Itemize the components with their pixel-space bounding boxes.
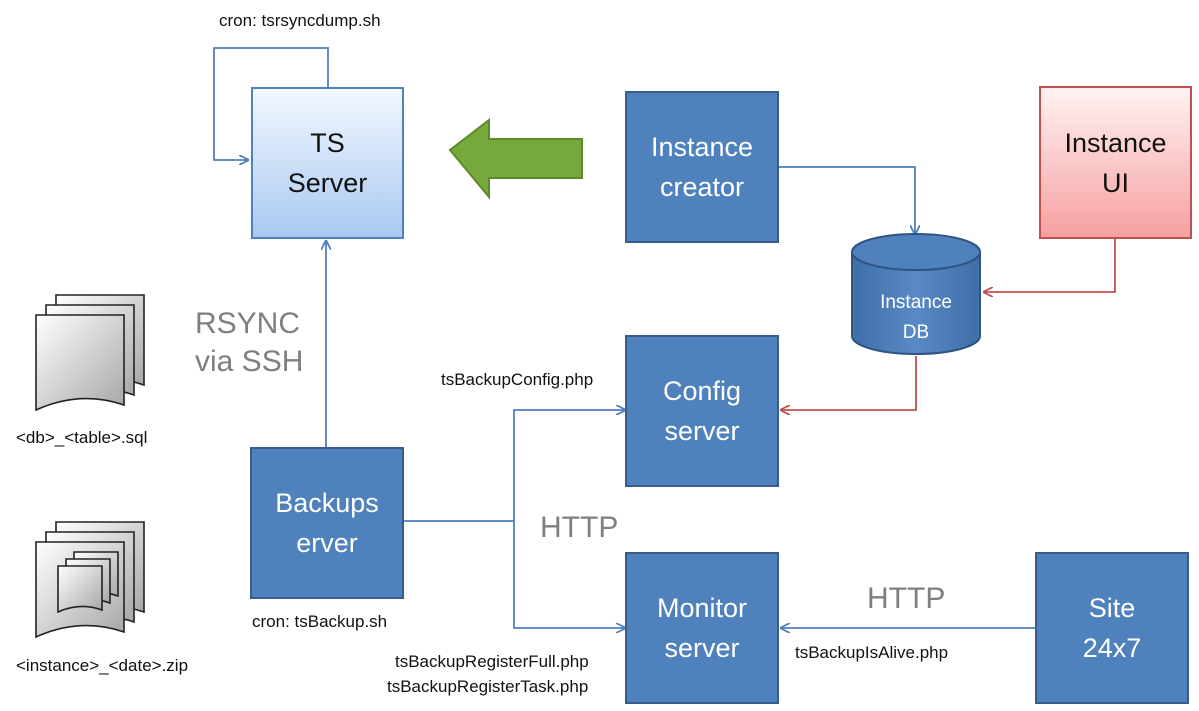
register-task-label: tsBackupRegisterTask.php (387, 677, 589, 696)
node-label: 24x7 (1082, 633, 1142, 663)
node-label: TS (310, 128, 345, 158)
node-label: Monitor (656, 593, 748, 623)
node-label: Site (1088, 593, 1136, 623)
sql-documents-icon (35, 294, 145, 412)
backup-server-node: Backups erver (250, 447, 404, 599)
green-left-arrow-icon (448, 117, 583, 200)
zip-file-label: <instance>_<date>.zip (16, 656, 189, 675)
ts-server-node: TS Server (251, 87, 404, 239)
instance-db-label: Instance DB (852, 288, 980, 348)
http-right-label: HTTP (867, 582, 946, 615)
node-label: Backups (275, 488, 379, 518)
sql-file-label: <db>_<table>.sql (16, 428, 148, 447)
rsync-line: RSYNC (195, 307, 301, 340)
cron-loop-arrow (213, 47, 329, 160)
rsync-line: via SSH (195, 345, 304, 378)
is-alive-label: tsBackupIsAlive.php (795, 643, 949, 662)
monitor-server-node: Monitor server (625, 552, 779, 704)
register-full-label: tsBackupRegisterFull.php (395, 652, 589, 671)
zip-documents-icon (35, 521, 145, 639)
backup-config-label: tsBackupConfig.php (441, 370, 594, 389)
db-to-config-arrow (781, 356, 917, 410)
instance-creator-node: Instance creator (625, 91, 779, 243)
http-mid-label: HTTP (540, 511, 619, 544)
node-label: Config (662, 376, 742, 406)
node-label: creator (659, 172, 745, 202)
cron-backup-label: cron: tsBackup.sh (252, 612, 388, 631)
node-label: Server (287, 168, 368, 198)
node-label: Instance (650, 132, 754, 162)
node-label: server (664, 633, 740, 663)
node-label: server (664, 416, 740, 446)
backup-to-config-arrow (513, 410, 625, 521)
creator-to-db-arrow (779, 166, 915, 234)
backup-to-monitor-arrow (513, 521, 625, 628)
db-label-line: Instance (880, 292, 952, 313)
rsync-label: RSYNC via SSH (195, 305, 303, 381)
node-label: UI (1101, 167, 1129, 198)
instance-db-cylinder (851, 233, 981, 355)
db-label-line: DB (902, 322, 930, 343)
config-server-node: Config server (625, 335, 779, 487)
cron-ts-label: cron: tsrsyncdump.sh (219, 11, 381, 30)
site24x7-node: Site 24x7 (1035, 552, 1189, 704)
node-label: Instance (1064, 127, 1167, 158)
node-label: erver (296, 528, 358, 558)
ui-to-db-arrow (984, 239, 1116, 292)
